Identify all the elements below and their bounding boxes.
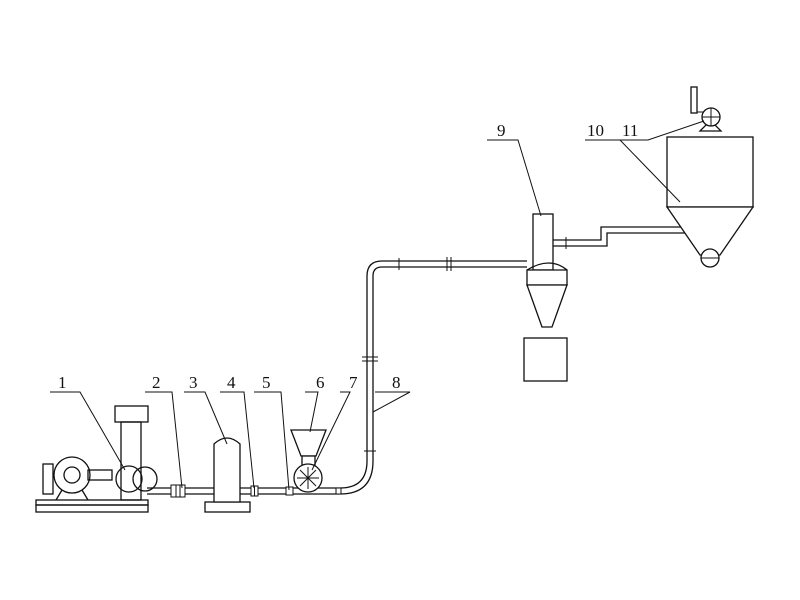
- label-3: 3: [189, 373, 198, 392]
- label-4: 4: [227, 373, 236, 392]
- label-9: 9: [497, 121, 506, 140]
- label-10: 10: [587, 121, 604, 140]
- label-2: 2: [152, 373, 161, 392]
- label-11: 11: [622, 121, 638, 140]
- coupling-4: [250, 485, 259, 497]
- label-5: 5: [262, 373, 271, 392]
- valve-2: [170, 484, 186, 498]
- label-group: 1 2 3 4 5 6 7 8 9 10 11: [58, 121, 638, 392]
- conveying-pipeline: [147, 257, 527, 495]
- label-7: 7: [349, 373, 358, 392]
- label-1: 1: [58, 373, 67, 392]
- label-8: 8: [392, 373, 401, 392]
- rotary-feeder: [293, 463, 342, 495]
- cyclone-separator: [526, 213, 708, 328]
- dust-collector: [665, 136, 755, 268]
- air-tank: [204, 437, 251, 513]
- label-6: 6: [316, 373, 325, 392]
- joint-5: [285, 486, 294, 496]
- feed-hopper: [290, 429, 327, 466]
- leader-lines: [50, 120, 705, 491]
- roots-blower: [35, 405, 158, 513]
- collection-bin: [523, 337, 568, 382]
- exhaust-fan: [690, 86, 723, 132]
